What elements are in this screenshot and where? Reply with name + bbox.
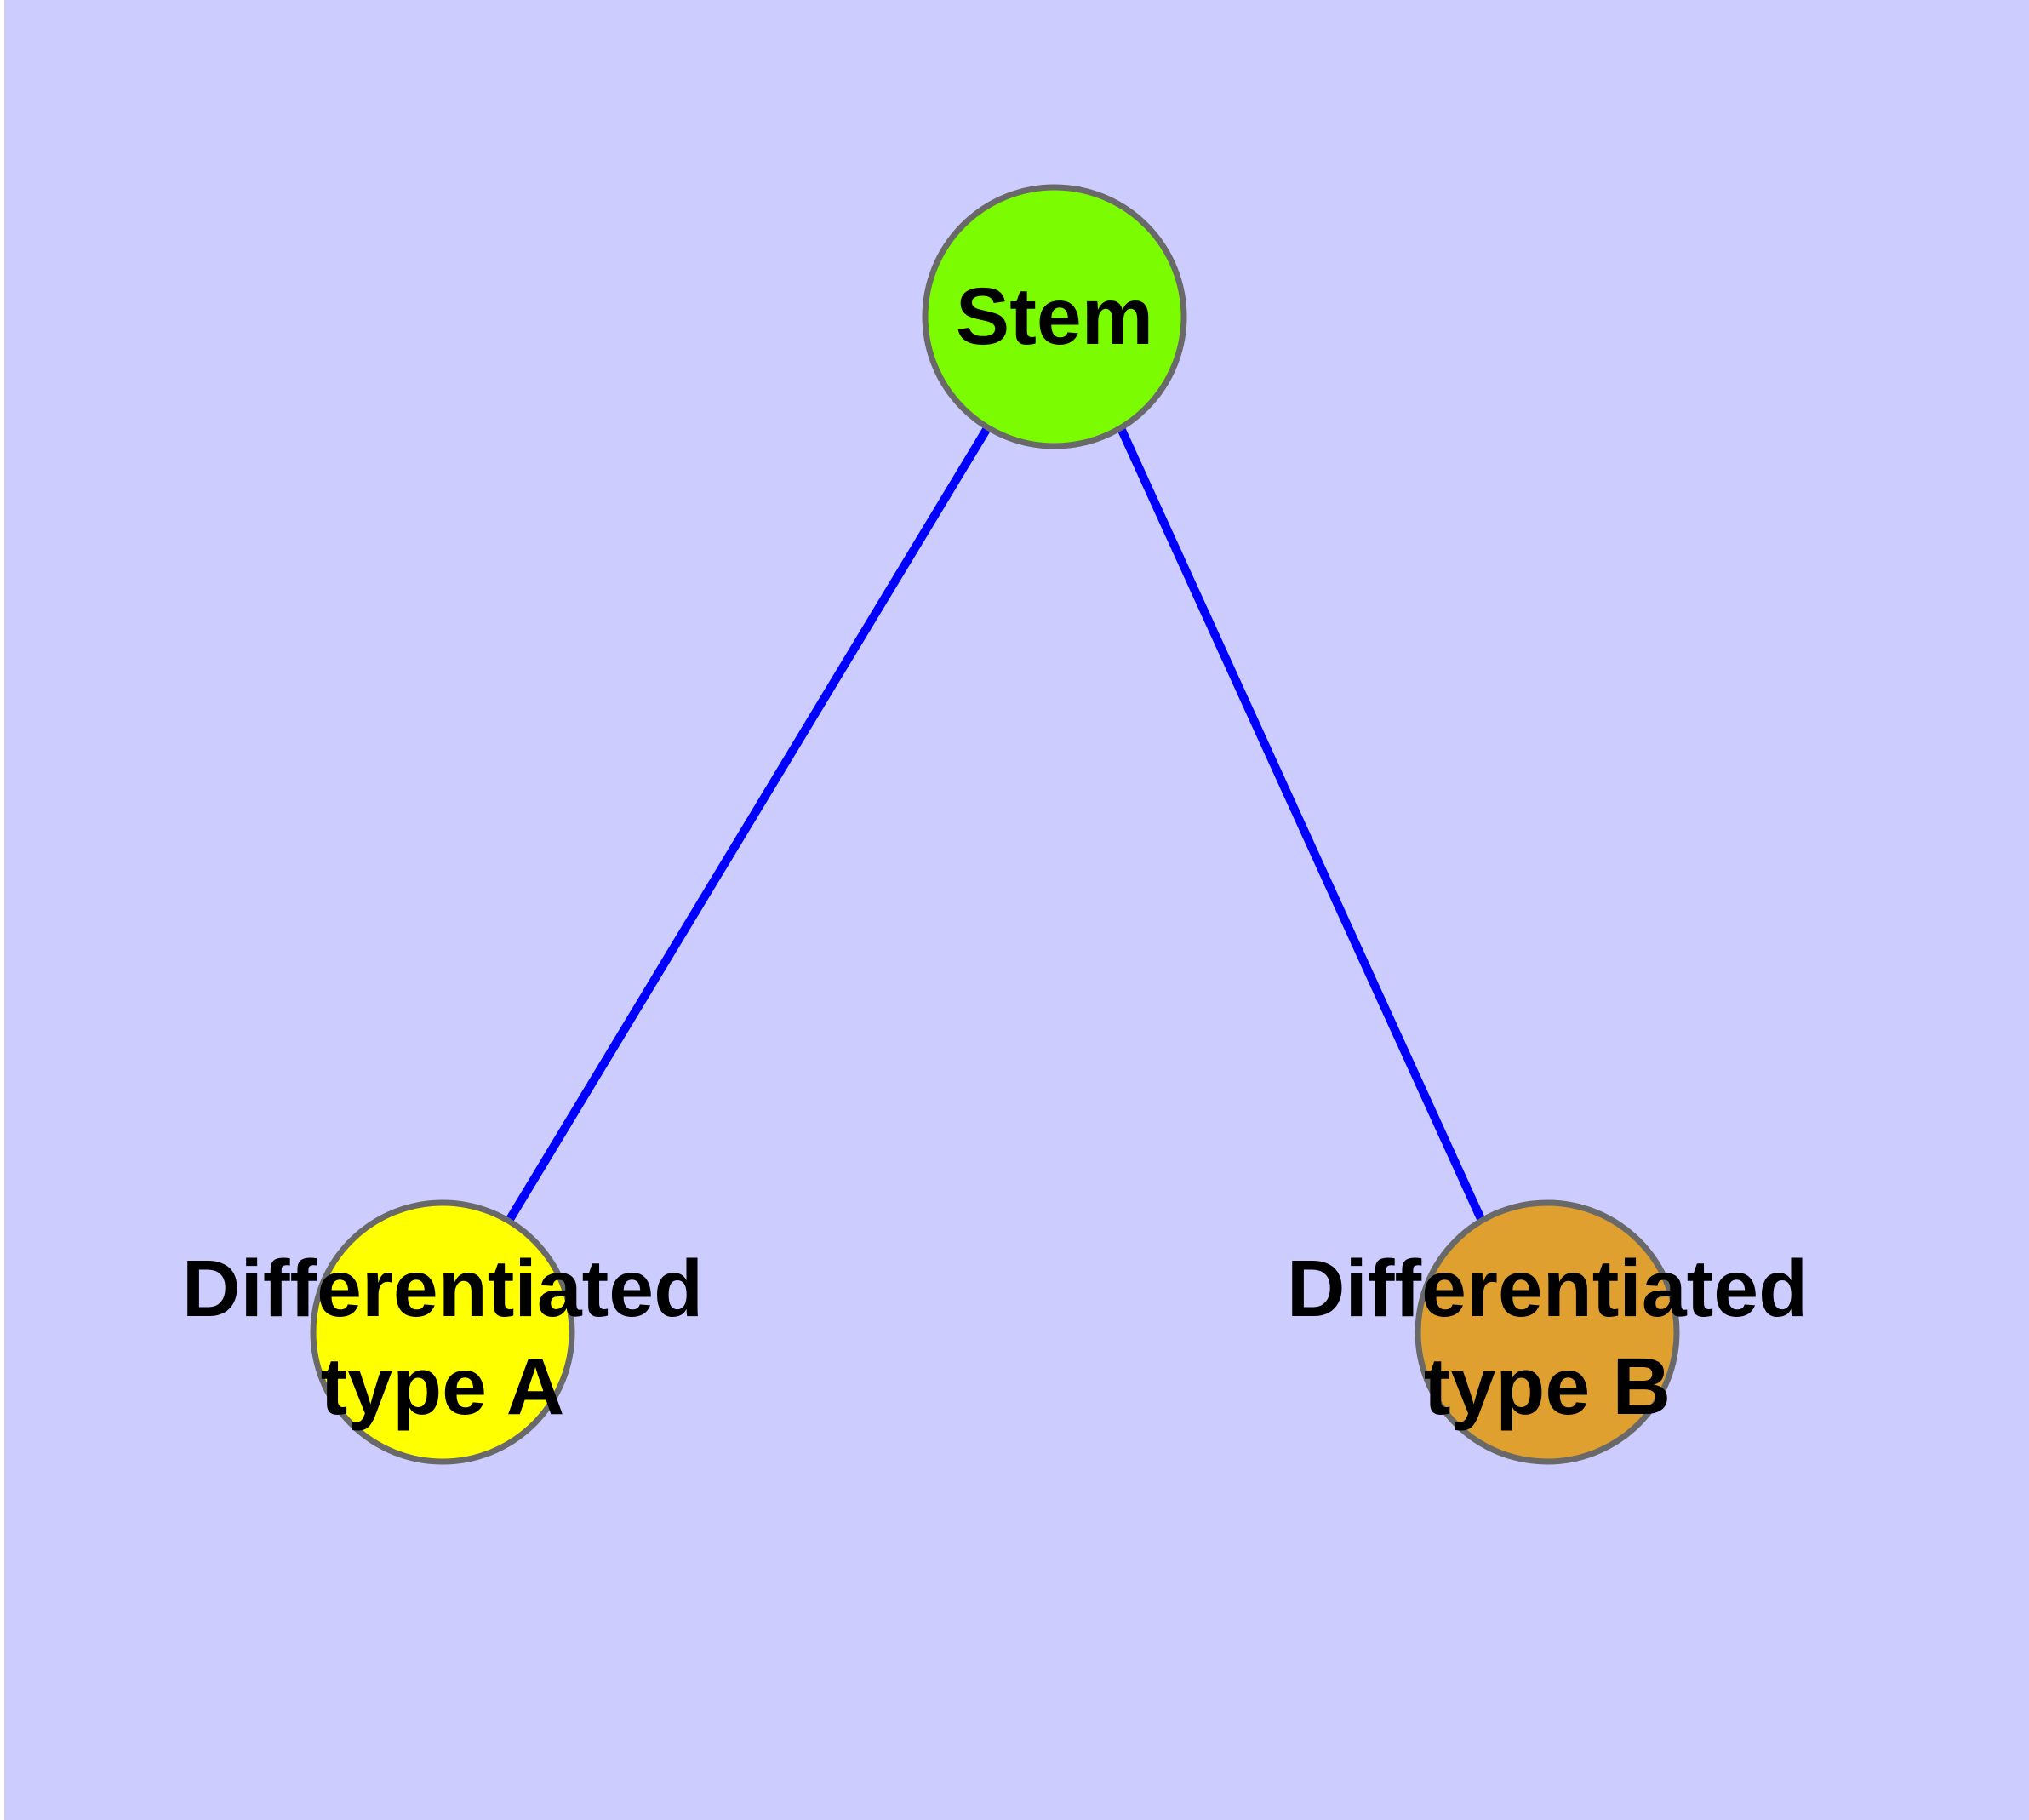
edge-stem-to-differentiated-type-a[interactable]	[505, 426, 992, 1223]
node-differentiated-type-b-label-line1: Differentiated	[1287, 1244, 1808, 1334]
node-stem-label: Stem	[956, 272, 1153, 362]
node-stem-circle[interactable]	[922, 184, 1187, 449]
node-differentiated-type-b-circle[interactable]	[1415, 1199, 1680, 1465]
node-layer	[310, 184, 1680, 1465]
node-differentiated-type-a-circle[interactable]	[310, 1199, 575, 1465]
node-differentiated-type-b-label-line2: type B	[1424, 1342, 1671, 1432]
edge-layer	[505, 426, 1486, 1223]
label-layer: Stem Differentiated type A Differentiate…	[182, 272, 1808, 1432]
node-differentiated-type-a-label-line1: Differentiated	[182, 1244, 703, 1334]
node-differentiated-type-a-label-line2: type A	[321, 1342, 565, 1432]
edge-stem-to-differentiated-type-b[interactable]	[1117, 426, 1486, 1223]
